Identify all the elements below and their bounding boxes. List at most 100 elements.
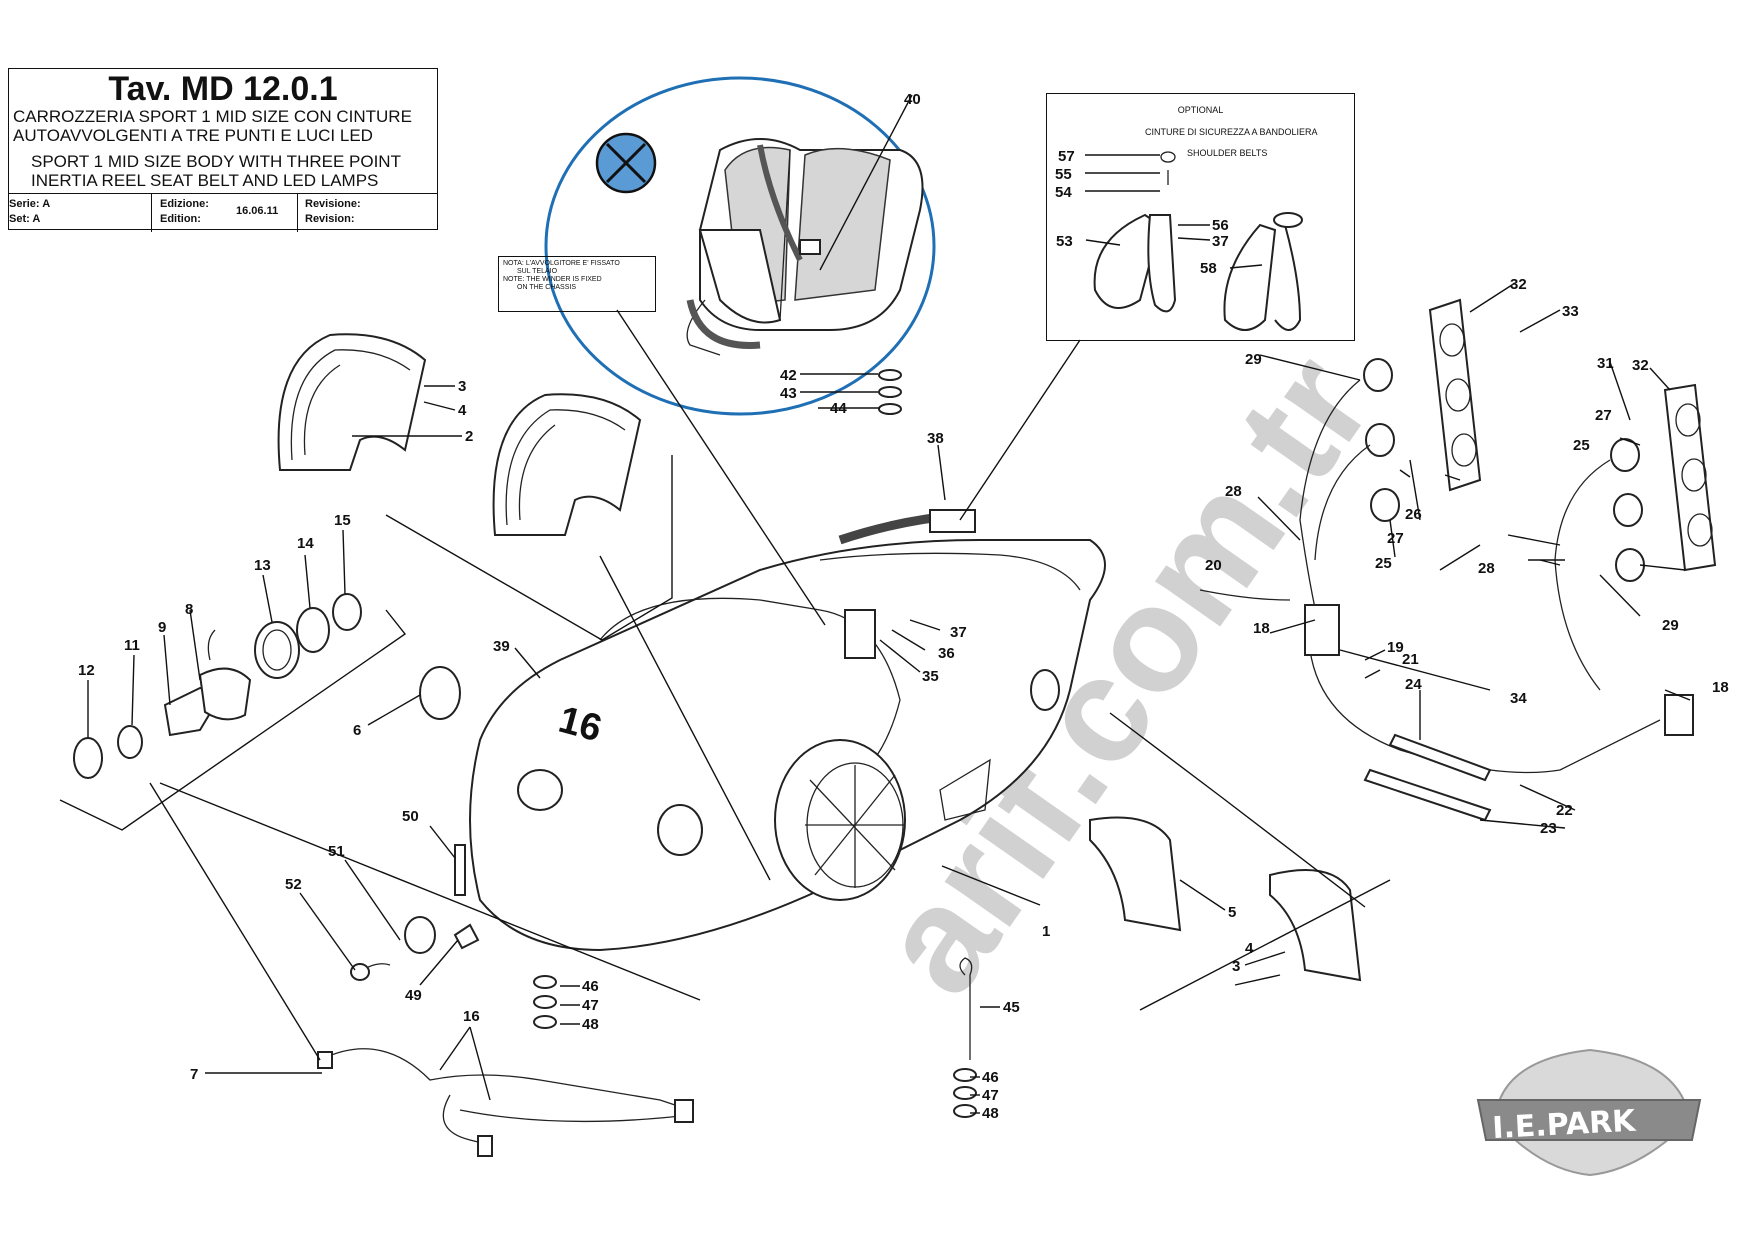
part-label-3b: 3	[1232, 958, 1240, 975]
part-label-25b: 25	[1573, 437, 1590, 454]
part-label-44: 44	[830, 400, 847, 417]
part-label-4b: 4	[1245, 940, 1254, 957]
optional-desc-en: SHOULDER BELTS	[1187, 148, 1268, 158]
part-label-33: 33	[1562, 303, 1579, 320]
led-lamp-panels	[1199, 298, 1717, 822]
description-en-line-1: SPORT 1 MID SIZE BODY WITH THREE POINT	[31, 152, 401, 171]
part-label-7: 7	[190, 1066, 198, 1083]
serie-label: Serie: A	[9, 198, 51, 210]
part-label-6: 6	[353, 722, 361, 739]
part-label-46a: 46	[582, 978, 599, 995]
description-it-line-2: AUTOAVVOLGENTI A TRE PUNTI E LUCI LED	[13, 126, 373, 145]
set-label: Set: A	[9, 213, 41, 225]
part-label-18: 18	[1253, 620, 1270, 637]
optional-desc-it: CINTURE DI SICUREZZA A BANDOLIERA	[1145, 127, 1318, 137]
part-label-11: 11	[124, 637, 140, 654]
seat-detail-circle	[544, 76, 936, 416]
edition-date: 16.06.11	[236, 205, 279, 217]
part-label-27b: 27	[1595, 407, 1612, 424]
part-label-36: 36	[938, 645, 955, 662]
note-line-3: NOTE: THE WINDER IS FIXED	[503, 276, 602, 283]
part-label-47b: 47	[982, 1087, 999, 1104]
part-label-37a: 37	[950, 624, 967, 641]
part-label-42: 42	[780, 367, 797, 384]
description-it-line-1: CARROZZERIA SPORT 1 MID SIZE CON CINTURE	[13, 107, 412, 126]
part-label-29a: 29	[1245, 351, 1262, 368]
part-label-55: 55	[1055, 166, 1072, 183]
part-label-58: 58	[1200, 260, 1217, 277]
note-line-4: ON THE CHASSIS	[517, 284, 576, 291]
part-label-45: 45	[1003, 999, 1020, 1016]
part-label-46b: 46	[982, 1069, 999, 1086]
edizione-label: Edizione:	[160, 198, 209, 210]
part-label-8: 8	[185, 601, 193, 618]
title-block-info-row: Serie: A Set: A Edizione: Edition: 16.06…	[8, 193, 438, 232]
part-label-29b: 29	[1662, 617, 1679, 634]
part-label-24: 24	[1405, 676, 1422, 693]
shoulder-belts	[1093, 151, 1303, 331]
part-label-26: 26	[1405, 506, 1422, 523]
part-label-28a: 28	[1225, 483, 1242, 500]
part-label-51: 51	[328, 843, 345, 860]
edition-label: Edition:	[160, 213, 201, 225]
part-label-37b: 37	[1212, 233, 1229, 250]
part-label-23: 23	[1540, 820, 1557, 837]
revision-cell: Revisione: Revision:	[297, 194, 445, 232]
title-block: Tav. MD 12.0.1 CARROZZERIA SPORT 1 MID S…	[8, 68, 438, 232]
optional-box: OPTIONAL CINTURE DI SICUREZZA A BANDOLIE…	[1046, 93, 1355, 341]
part-label-1: 1	[1042, 923, 1050, 940]
part-label-27a: 27	[1387, 530, 1404, 547]
note-line-2: SUL TELAIO	[517, 268, 558, 275]
description-en-line-2: INERTIA REEL SEAT BELT AND LED LAMPS	[31, 171, 379, 190]
part-label-53: 53	[1056, 233, 1073, 250]
lamp-units	[1363, 358, 1645, 582]
seat-detail	[544, 76, 936, 416]
winder-note: NOTA: L'AVVOLGITORE E' FISSATO SUL TELAI…	[498, 256, 656, 312]
part-label-31: 31	[1597, 355, 1614, 372]
part-label-22: 22	[1556, 802, 1573, 819]
part-label-19: 19	[1387, 639, 1404, 656]
part-label-16: 16	[463, 1008, 480, 1025]
part-label-34: 34	[1510, 690, 1527, 707]
part-label-52: 52	[285, 876, 302, 893]
part-label-9: 9	[158, 619, 166, 636]
iepark-logo: I.E.PARK	[1476, 1048, 1702, 1177]
part-label-40: 40	[904, 91, 921, 108]
part-label-20: 20	[1205, 557, 1222, 574]
car-body	[469, 509, 1106, 952]
edition-cell: Edizione: Edition: 16.06.11	[151, 194, 306, 232]
part-label-4: 4	[458, 402, 467, 419]
part-label-48a: 48	[582, 1016, 599, 1033]
close-marker-icon[interactable]	[595, 132, 657, 194]
logo-text: I.E.PARK	[1491, 1104, 1638, 1147]
part-label-5: 5	[1228, 904, 1236, 921]
part-label-57: 57	[1058, 148, 1075, 165]
optional-title: OPTIONAL	[1177, 105, 1224, 115]
part-label-32b: 32	[1632, 357, 1649, 374]
part-label-21: 21	[1402, 651, 1419, 668]
part-label-25a: 25	[1375, 555, 1392, 572]
part-numbers: 1 2 3 4 5 6 7 8 9 11 12 13 14 15 16 18 1…	[78, 91, 1729, 1122]
revisione-label: Revisione:	[305, 198, 361, 210]
part-label-48b: 48	[982, 1105, 999, 1122]
part-label-35: 35	[922, 668, 939, 685]
serie-cell: Serie: A Set: A	[8, 194, 152, 232]
note-line-1: NOTA: L'AVVOLGITORE E' FISSATO	[503, 260, 620, 267]
part-label-50: 50	[402, 808, 419, 825]
rear-fenders	[277, 333, 642, 536]
part-label-32a: 32	[1510, 276, 1527, 293]
wiring-harness	[317, 1048, 694, 1157]
small-hardware	[350, 369, 977, 1118]
part-label-38: 38	[927, 430, 944, 447]
part-label-54: 54	[1055, 184, 1072, 201]
drawing-title: Tav. MD 12.0.1	[108, 70, 338, 108]
part-label-56: 56	[1212, 217, 1229, 234]
part-label-28b: 28	[1478, 560, 1495, 577]
side-covers	[1089, 816, 1362, 982]
part-label-39: 39	[493, 638, 510, 655]
leader-lines	[87, 94, 1691, 1114]
part-label-14: 14	[297, 535, 314, 552]
part-label-15: 15	[334, 512, 351, 529]
part-label-2: 2	[465, 428, 473, 445]
